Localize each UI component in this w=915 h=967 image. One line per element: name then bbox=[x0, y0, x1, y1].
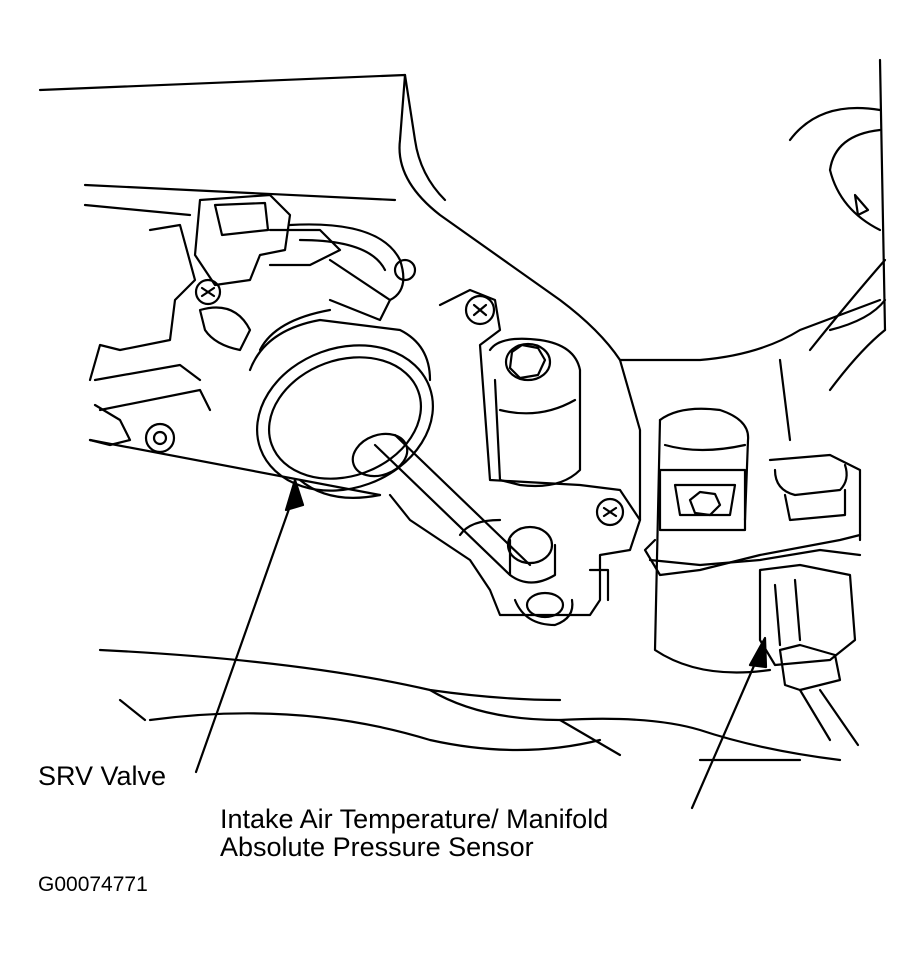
center-bolt-post bbox=[488, 337, 582, 488]
lower-runners bbox=[88, 438, 842, 762]
iat-map-sensor bbox=[643, 407, 862, 747]
actuator-link bbox=[373, 433, 574, 627]
left-bracket bbox=[88, 223, 252, 454]
iat-map-label-line2: Absolute Pressure Sensor bbox=[220, 832, 534, 863]
iat-map-sensor-label: Intake Air Temperature/ Manifold Absolut… bbox=[220, 805, 608, 862]
sensor-arrow bbox=[690, 636, 768, 810]
srv-connector bbox=[193, 193, 417, 322]
intake-manifold-outline bbox=[38, 58, 887, 522]
srv-valve-label: SRV Valve bbox=[38, 761, 167, 791]
iat-map-label-line1: Intake Air Temperature/ Manifold bbox=[220, 804, 609, 834]
srv-valve-body bbox=[248, 308, 434, 499]
mounting-plate bbox=[388, 288, 642, 617]
srv-valve-arrow bbox=[194, 478, 305, 774]
figure-id: G00074771 bbox=[38, 873, 148, 896]
manifold-boss bbox=[788, 106, 887, 392]
